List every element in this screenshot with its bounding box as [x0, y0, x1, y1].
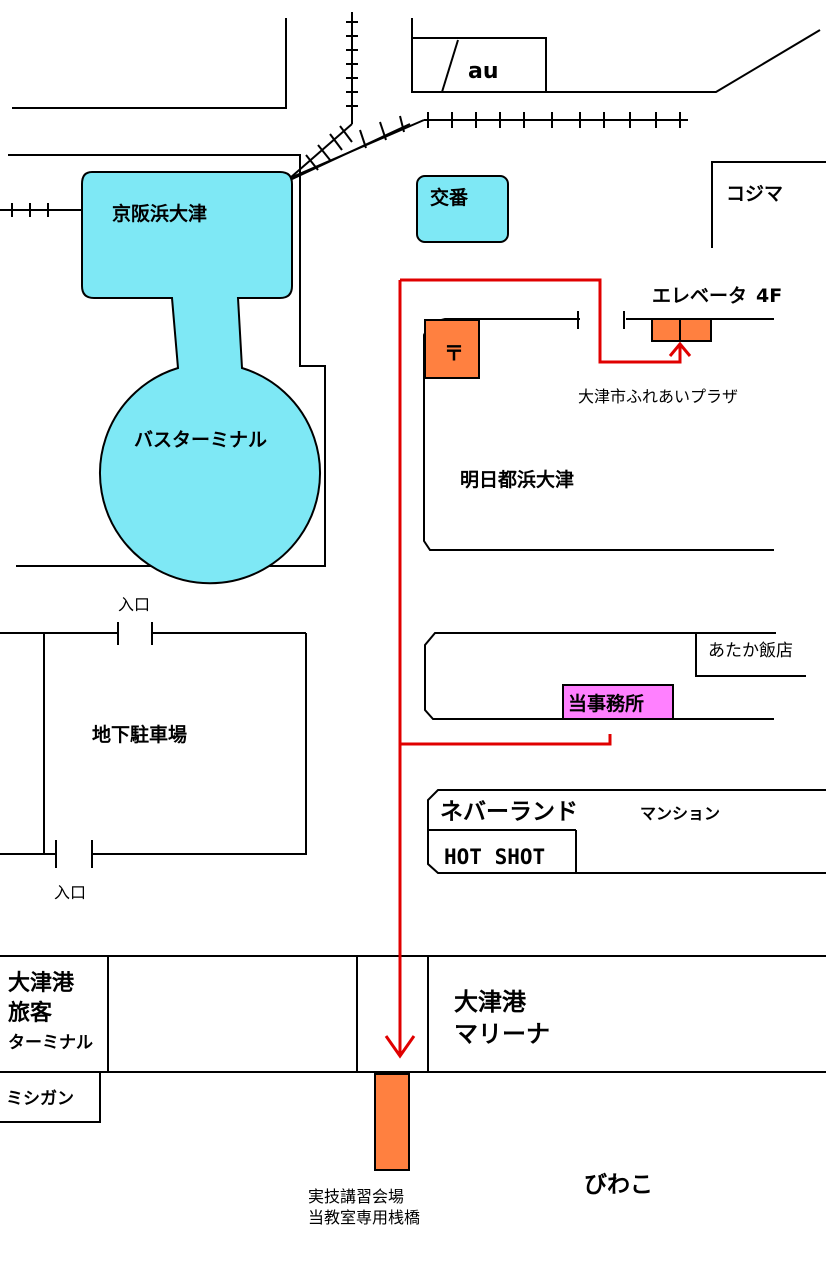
- road-top-right: [411, 18, 821, 93]
- kojima-label: コジマ: [726, 183, 783, 205]
- marina-label-1: 大津港: [454, 988, 527, 1016]
- office-block-outline: [424, 632, 776, 720]
- post-office-symbol: 〒: [444, 341, 464, 365]
- biwako-label: びわこ: [584, 1172, 653, 1198]
- parking-label: 地下駐車場: [92, 723, 187, 746]
- michigan-label: ミシガン: [6, 1089, 74, 1109]
- michigan-box: [0, 1072, 101, 1123]
- au-label: au: [468, 59, 499, 84]
- route-path: [384, 278, 692, 1059]
- atakahanten-label: あたか飯店: [708, 641, 793, 661]
- office-box: [562, 684, 674, 720]
- port-terminal-label-2: 旅客: [8, 1000, 53, 1026]
- koban-label: 交番: [430, 186, 469, 209]
- asuto-label: 明日都浜大津: [460, 468, 574, 491]
- tie: [399, 115, 405, 133]
- marina-label-2: マリーナ: [454, 1020, 550, 1048]
- road-top-left-block: [12, 18, 287, 109]
- entrance-top-label: 入口: [118, 595, 150, 614]
- fureai-plaza-label: 大津市ふれあいプラザ: [578, 387, 738, 406]
- mansion-label: マンション: [640, 804, 720, 823]
- elevator-floor-label: 4F: [756, 285, 782, 307]
- keihan-station-group: [81, 171, 321, 585]
- route-main: [400, 734, 612, 746]
- pier-label-1: 実技講習会場: [308, 1187, 404, 1206]
- bus-terminal-label: バスターミナル: [134, 429, 267, 451]
- rail-curve-a: [289, 123, 353, 179]
- post-office-box: [424, 319, 480, 379]
- koban-box: [416, 175, 509, 243]
- tie: [317, 144, 331, 161]
- road-kojima: [711, 161, 826, 248]
- keihan-hamaotsu-label: 京阪浜大津: [112, 202, 207, 225]
- office-label: 当事務所: [568, 692, 644, 715]
- port-terminal-label-1: 大津港: [8, 970, 75, 996]
- elevator-label: エレベータ: [652, 285, 747, 307]
- tie: [359, 129, 367, 149]
- route-arrowhead-elevator: [668, 341, 692, 357]
- route-arrowhead-pier: [384, 1035, 416, 1059]
- railway-tracks: [0, 12, 688, 217]
- pier-label-2: 当教室専用桟橋: [308, 1208, 420, 1227]
- tie: [329, 133, 343, 151]
- tie: [379, 121, 387, 141]
- au-slash: [441, 39, 459, 93]
- entrance-bottom-label: 入口: [54, 883, 86, 902]
- rail-curve-c: [289, 123, 411, 181]
- parking-left: [43, 633, 56, 855]
- road-koban-top: [411, 30, 547, 92]
- neverland-label: ネバーランド: [440, 799, 578, 825]
- tie: [305, 154, 319, 171]
- pier-box: [374, 1073, 410, 1171]
- tie: [339, 125, 353, 143]
- atakahanten-outline: [695, 633, 806, 677]
- route-to-elevator: [400, 278, 682, 364]
- elevator-left-box: [651, 318, 681, 342]
- elevator-right-box: [679, 318, 712, 342]
- keihan-station-shape: [81, 171, 321, 585]
- neverland-outline: [427, 789, 826, 874]
- port-terminal-label-3: ターミナル: [8, 1033, 93, 1053]
- hotshot-label: HOT SHOT: [444, 845, 545, 869]
- station-block-outline: [8, 154, 326, 567]
- parking-right: [92, 633, 307, 855]
